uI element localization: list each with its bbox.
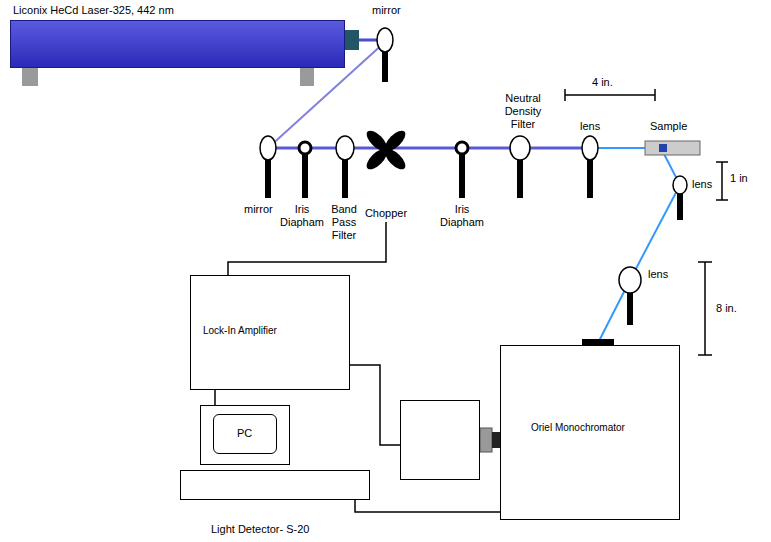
sample-holder — [645, 141, 700, 155]
chopper-unit: Chopper — [360, 128, 412, 222]
mount-post — [627, 293, 633, 325]
laser-beam — [268, 147, 590, 150]
lens-symbol — [582, 136, 598, 160]
detector-nozzle — [480, 428, 492, 452]
detector-nozzle — [492, 432, 500, 448]
part-label: lens — [692, 178, 712, 191]
node-text: Oriel Monochromator — [531, 421, 625, 434]
laser-leg — [22, 68, 38, 86]
instrument-box: Lock-In Amplifier — [190, 275, 350, 390]
instrument-box: Oriel Monochromator — [500, 345, 680, 520]
part-label: Neutral Density Filter — [498, 92, 548, 131]
node-text: Light Detector- S-20 — [211, 523, 309, 536]
computer: PC — [180, 405, 370, 500]
part-label: Sample — [650, 120, 687, 133]
mount-post — [302, 154, 308, 198]
mount-post — [265, 160, 271, 198]
part-label: 1 in — [730, 172, 748, 185]
signal-cable — [228, 222, 386, 275]
mount-post — [459, 154, 465, 198]
mount-post — [342, 160, 348, 198]
lens-symbol — [619, 267, 641, 293]
emission-beam — [598, 152, 680, 343]
scale-bar — [565, 89, 655, 101]
part-label: Iris Diapham — [280, 203, 324, 229]
node-text: PC — [237, 427, 252, 440]
computer-base — [180, 470, 370, 500]
mount-post — [587, 160, 593, 198]
part-label: lens — [648, 268, 668, 281]
part-label: mirror — [244, 203, 273, 216]
signal-cable — [350, 365, 400, 445]
laser-output-cap — [345, 30, 359, 50]
lens-symbol — [673, 176, 687, 194]
node-text: Chopper — [365, 207, 407, 220]
mount-post — [517, 160, 523, 198]
iris-symbol — [299, 142, 311, 154]
part-label: 8 in. — [716, 302, 737, 315]
signal-cable — [355, 500, 500, 512]
laser-leg — [300, 68, 314, 86]
node-text: Lock-In Amplifier — [203, 324, 277, 337]
sample-spot — [659, 144, 667, 152]
detector-box: Light Detector- S-20 — [400, 400, 480, 480]
chopper-blades — [349, 113, 423, 187]
filter-symbol — [510, 136, 530, 160]
iris-symbol — [456, 142, 468, 154]
part-label: mirror — [372, 4, 401, 17]
mount-post — [382, 52, 388, 82]
mount-post — [677, 194, 683, 220]
mirror-symbol — [260, 136, 276, 160]
signal-cable — [214, 390, 216, 405]
part-label: lens — [580, 120, 600, 133]
mirror-symbol — [377, 28, 393, 52]
filter-symbol — [336, 136, 354, 160]
part-label: Band Pass Filter — [328, 203, 360, 242]
part-label: 4 in. — [592, 76, 613, 89]
scale-bar — [698, 262, 712, 355]
laser-body: Liconix HeCd Laser-325, 442 nm — [10, 20, 345, 68]
part-label: Iris Diapham — [440, 203, 484, 229]
node-text: Liconix HeCd Laser-325, 442 nm — [13, 4, 174, 17]
scale-bar — [716, 162, 728, 200]
